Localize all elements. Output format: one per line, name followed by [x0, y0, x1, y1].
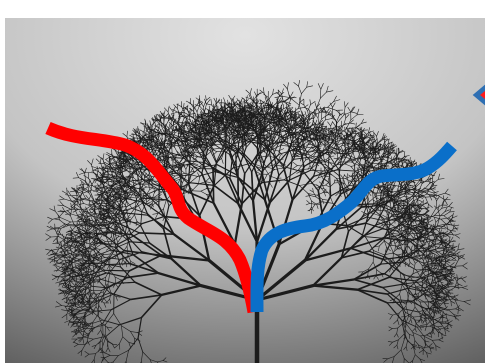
tree-twig — [105, 270, 129, 271]
tree-twig — [159, 184, 160, 207]
